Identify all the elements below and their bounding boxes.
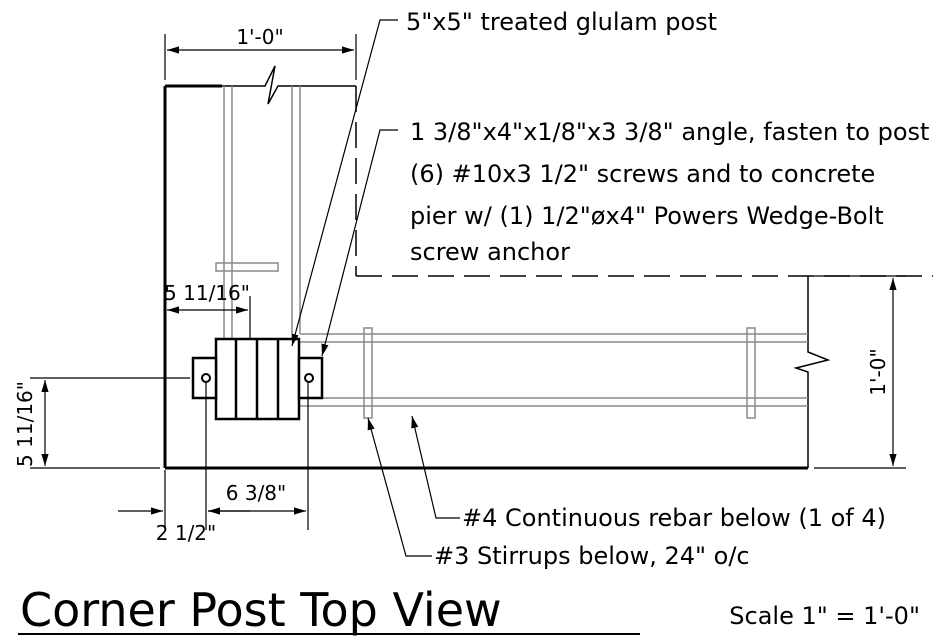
- dim-right-height-text: 1'-0": [866, 348, 890, 395]
- rebar-note-text: #4 Continuous rebar below (1 of 4): [462, 504, 886, 532]
- glulam-post: [214, 337, 301, 421]
- leader-post: 5"x5" treated glulam post: [291, 8, 717, 347]
- dim-post-offset-y-text: 5 11/16": [13, 381, 37, 467]
- angle-note-line4: screw anchor: [410, 238, 570, 266]
- dim-anchor-to-anchor-text: 6 3/8": [226, 481, 286, 505]
- dim-right-height: 1'-0": [814, 275, 906, 469]
- dim-anchors: 6 3/8" 2 1/2": [118, 382, 309, 545]
- dim-post-offset-x: 5 11/16": [164, 281, 251, 338]
- stirrup-note-text: #3 Stirrups below, 24" o/c: [434, 542, 750, 570]
- stirrup-2: [746, 327, 756, 419]
- angle-note-line2: (6) #10x3 1/2" screws and to concrete: [410, 160, 875, 188]
- angle-note-line1: 1 3/8"x4"x1/8"x3 3/8" angle, fasten to p…: [410, 118, 933, 146]
- post-note-text: 5"x5" treated glulam post: [406, 8, 717, 36]
- drawing-title: Corner Post Top View: [20, 583, 502, 637]
- leader-line: [321, 129, 398, 357]
- leader-line: [291, 19, 398, 347]
- dim-post-offset-y: 5 11/16": [13, 377, 190, 469]
- pier-outline: [163, 84, 808, 470]
- dim-top-width: 1'-0": [164, 25, 357, 80]
- drawing-scale: Scale 1" = 1'-0": [729, 602, 920, 630]
- angle-right-flange: [297, 356, 324, 400]
- top-break-line: [222, 65, 356, 105]
- angle-left: [191, 356, 218, 400]
- angle-note-line3: pier w/ (1) 1/2"øx4" Powers Wedge-Bolt: [410, 202, 884, 230]
- angle-left-flange: [191, 356, 218, 400]
- right-break-line: [793, 276, 831, 468]
- angle-right: [297, 356, 324, 400]
- dim-post-offset-x-text: 5 11/16": [164, 281, 250, 305]
- leader-line: [411, 415, 460, 519]
- stirrup-upper: [215, 262, 279, 272]
- leader-stirrup: #3 Stirrups below, 24" o/c: [367, 417, 750, 570]
- leader-rebar: #4 Continuous rebar below (1 of 4): [411, 415, 886, 532]
- anchor-bolt-right-icon: [304, 373, 314, 383]
- dim-edge-to-anchor-text: 2 1/2": [156, 521, 216, 545]
- title-block: Corner Post Top View Scale 1" = 1'-0": [18, 583, 920, 637]
- leader-line: [367, 417, 432, 557]
- dim-top-width-text: 1'-0": [236, 25, 283, 49]
- leader-angle: 1 3/8"x4"x1/8"x3 3/8" angle, fasten to p…: [321, 118, 933, 357]
